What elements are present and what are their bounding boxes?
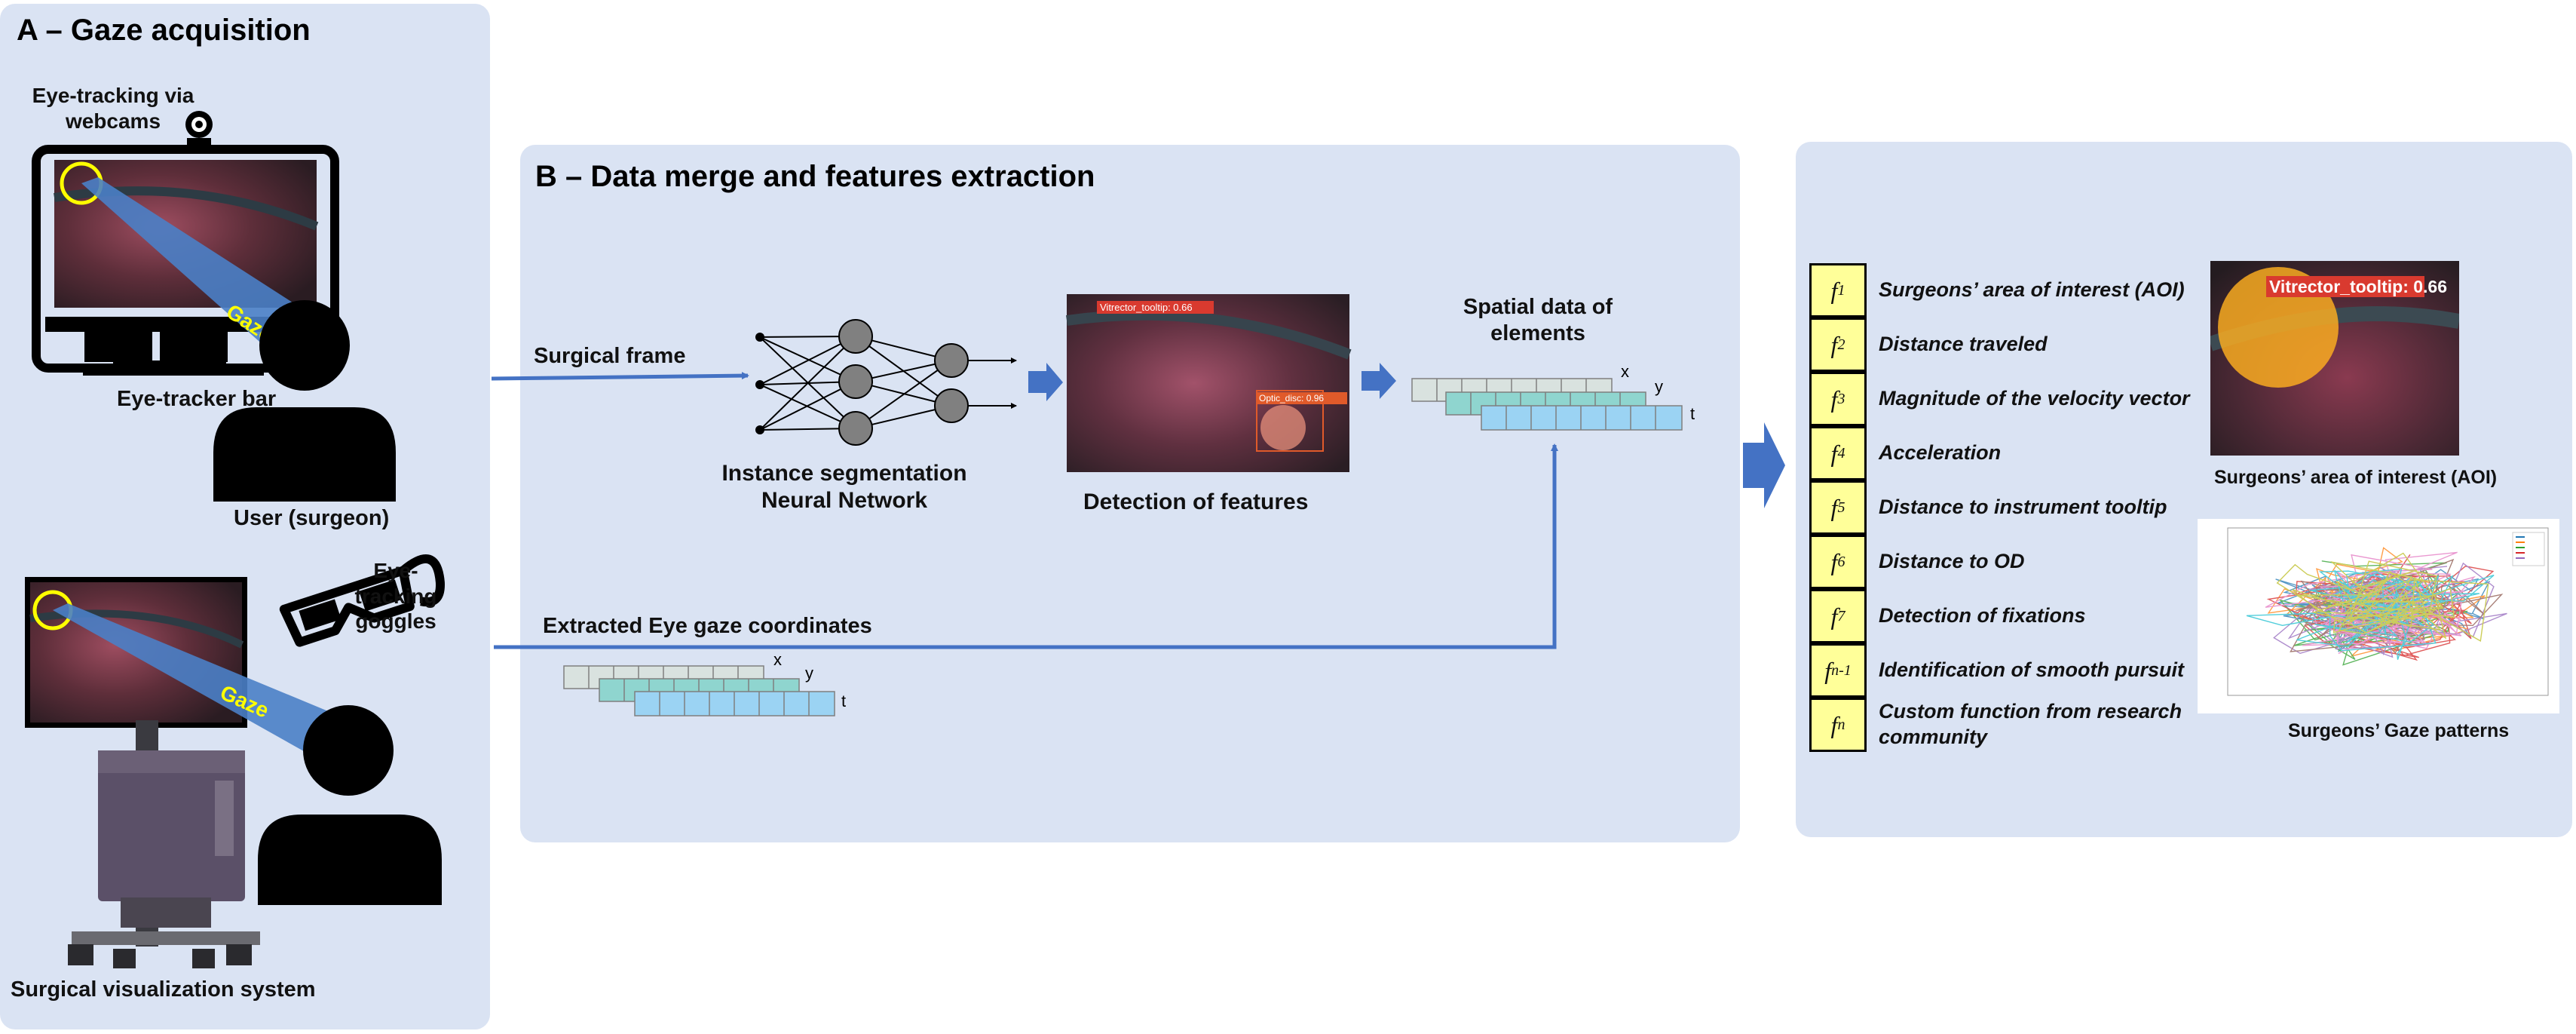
feature-text: Custom function from research community xyxy=(1879,700,2182,748)
feature-text: Distance to OD xyxy=(1879,550,2025,573)
gaze-patterns-caption: Surgeons’ Gaze patterns xyxy=(2288,720,2510,741)
detection-label: Detection of features xyxy=(1083,489,1309,514)
webcam-icon xyxy=(185,111,213,146)
feature-text: Surgeons’ area of interest (AOI) xyxy=(1879,278,2185,302)
extracted-gaze-label: Extracted Eye gaze coordinates xyxy=(543,614,872,638)
gaze-acquisition-illustration: Gaze Gaze xyxy=(25,111,445,968)
spatial-data-label: Spatial data of elements xyxy=(1463,295,1613,345)
webcam-label: Eye-tracking via webcams xyxy=(32,84,195,133)
feature-text: Magnitude of the velocity vector xyxy=(1879,387,2190,410)
cart-icon xyxy=(68,720,260,968)
feature-text: Detection of fixations xyxy=(1879,604,2086,627)
system-label: Surgical visualization system xyxy=(11,977,316,1002)
neural-network-label: Instance segmentation Neural Network xyxy=(721,461,967,513)
user-silhouette-icon xyxy=(213,300,396,502)
aoi-image: Vitrector_tooltip: 0.66 xyxy=(2210,261,2459,456)
gaze-patterns-image xyxy=(2198,519,2559,713)
panel-features xyxy=(1796,142,2572,837)
surgical-frame-label: Surgical frame xyxy=(534,344,686,368)
surgeon-silhouette-icon xyxy=(258,705,442,905)
gaze-beam-icon xyxy=(81,177,303,347)
feature-text: Distance traveled xyxy=(1879,333,2048,356)
big-block-arrow-icon xyxy=(1743,422,1785,508)
panel-a-title: A – Gaze acquisition xyxy=(17,14,311,47)
panel-b-title: B – Data merge and features extraction xyxy=(535,160,1095,193)
gaze-trajectory-line xyxy=(2276,552,2489,643)
gaze-trajectories xyxy=(2246,547,2507,666)
goggles-icon xyxy=(279,554,445,647)
user-label: User (surgeon) xyxy=(234,506,390,530)
feature-text: Distance to instrument tooltip xyxy=(1879,496,2167,519)
plot-legend xyxy=(2512,532,2545,566)
aoi-tag: Vitrector_tooltip: 0.66 xyxy=(2269,277,2447,296)
gaze-beam-icon xyxy=(53,603,332,754)
aoi-caption: Surgeons’ area of interest (AOI) xyxy=(2214,467,2498,488)
eye-tracker-bar-label: Eye-tracker bar xyxy=(117,387,277,411)
goggles-label: Eye-tracking goggles xyxy=(354,559,437,634)
feature-text: Acceleration xyxy=(1879,441,2002,465)
feature-text: Identification of smooth pursuit xyxy=(1879,658,2184,682)
